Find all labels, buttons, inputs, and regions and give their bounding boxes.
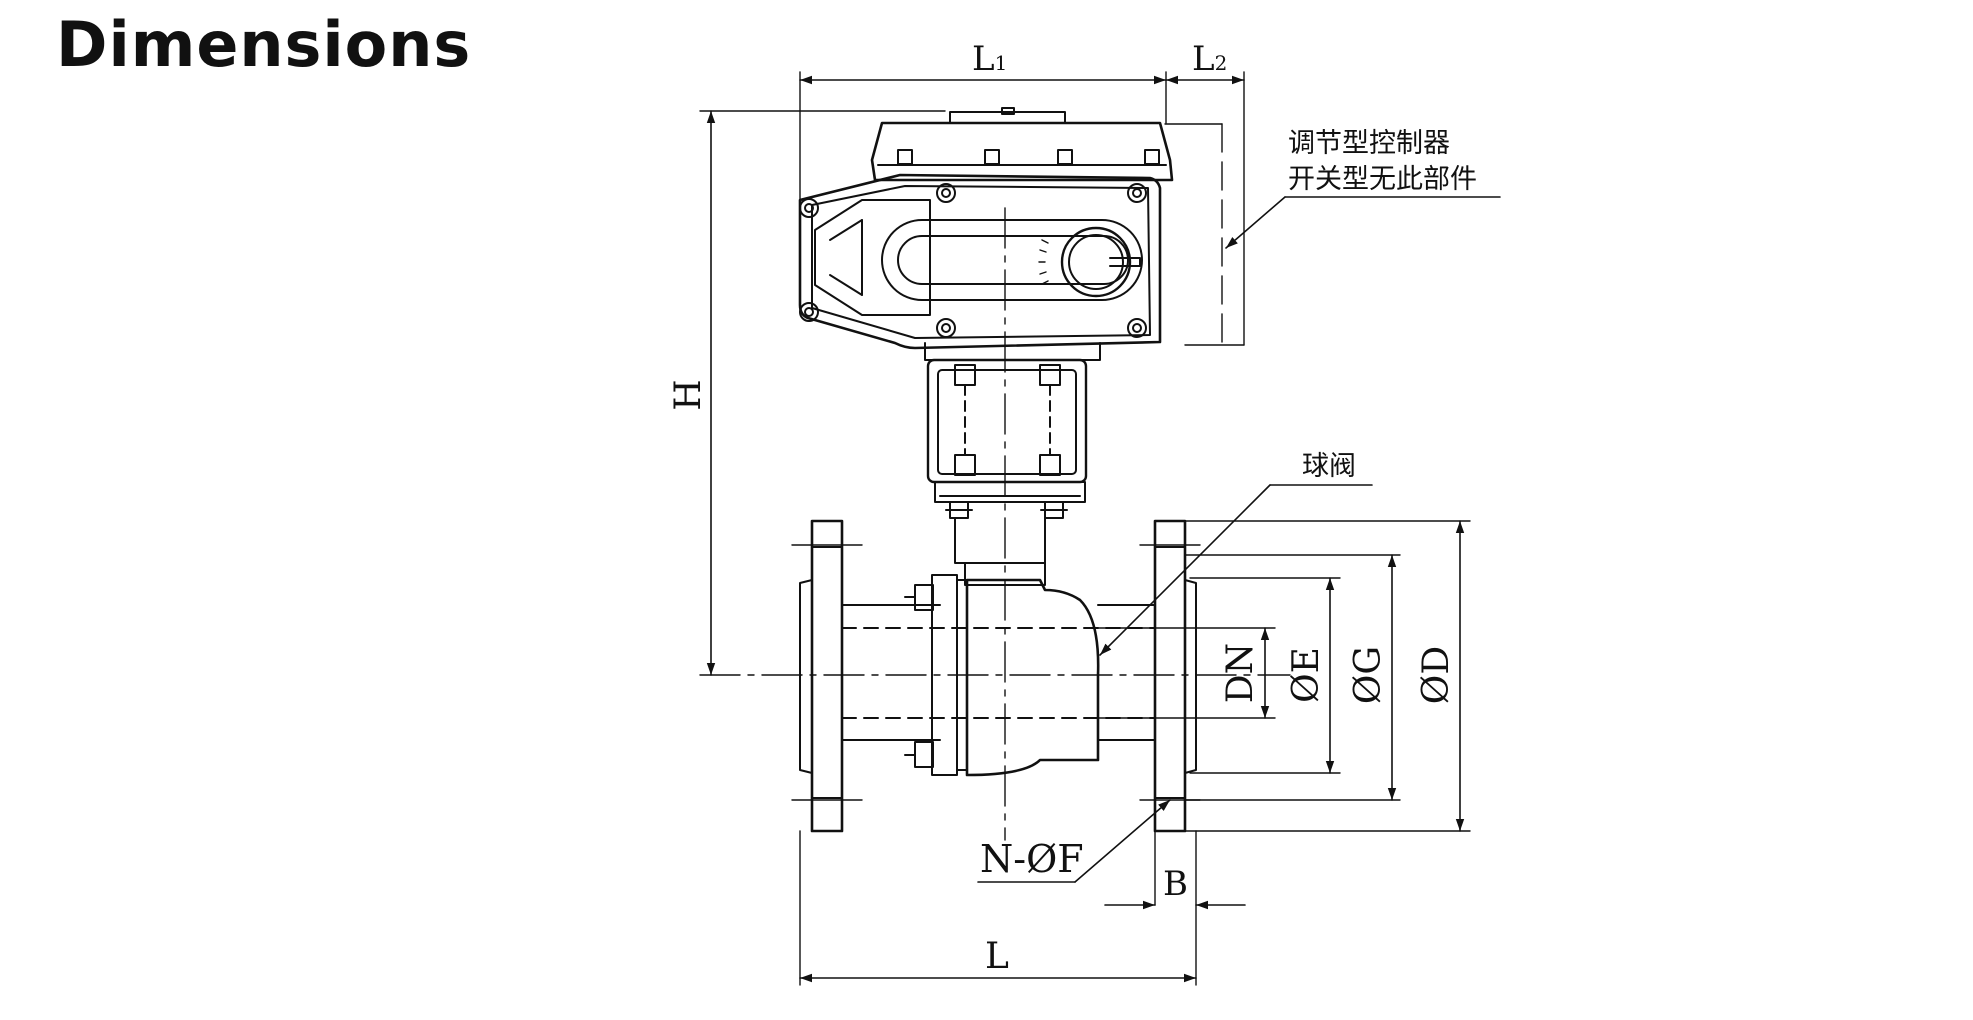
label-dn: DN xyxy=(1220,643,1261,703)
annotation-notes: 调节型控制器 开关型无此部件 球阀 xyxy=(1288,128,1477,482)
dimension-lines xyxy=(706,75,1465,983)
scale-ticks-icon xyxy=(1038,239,1049,285)
dimension-labels: L1 L2 H L B DN ØE ØG ØD N-ØF xyxy=(668,39,1457,977)
center-lines xyxy=(699,207,1291,841)
label-og: ØG xyxy=(1348,646,1389,704)
extension-lines xyxy=(699,71,1471,986)
leader-lines xyxy=(977,196,1501,883)
note-ball-valve: 球阀 xyxy=(1302,451,1356,482)
label-od: ØD xyxy=(1416,646,1457,704)
label-l1: L1 xyxy=(972,39,1007,79)
label-b: B xyxy=(1163,864,1188,904)
actuator-body xyxy=(798,173,1162,350)
note-controller-line1: 调节型控制器 xyxy=(1288,128,1450,159)
note-controller-line2: 开关型无此部件 xyxy=(1288,164,1477,195)
label-l2: L2 xyxy=(1192,39,1227,79)
label-n-f: N-ØF xyxy=(980,837,1084,881)
left-flange xyxy=(810,519,844,833)
actuator-cover-cap xyxy=(949,111,1066,124)
actuator-facet xyxy=(814,199,931,316)
display-window xyxy=(881,219,1143,301)
right-flange xyxy=(1153,519,1187,833)
ball-chamber xyxy=(965,578,1100,777)
actuator-cover xyxy=(870,121,1174,182)
actuator-screws-icon xyxy=(799,183,1147,338)
label-h: H xyxy=(668,379,709,410)
label-l: L xyxy=(985,936,1009,977)
actuator xyxy=(798,107,1174,361)
valve-body xyxy=(799,519,1197,833)
label-oe: ØE xyxy=(1286,647,1327,703)
handwheel-icon xyxy=(1060,226,1132,298)
page-title: Dimensions xyxy=(56,8,472,81)
mounting-bracket xyxy=(926,358,1088,586)
